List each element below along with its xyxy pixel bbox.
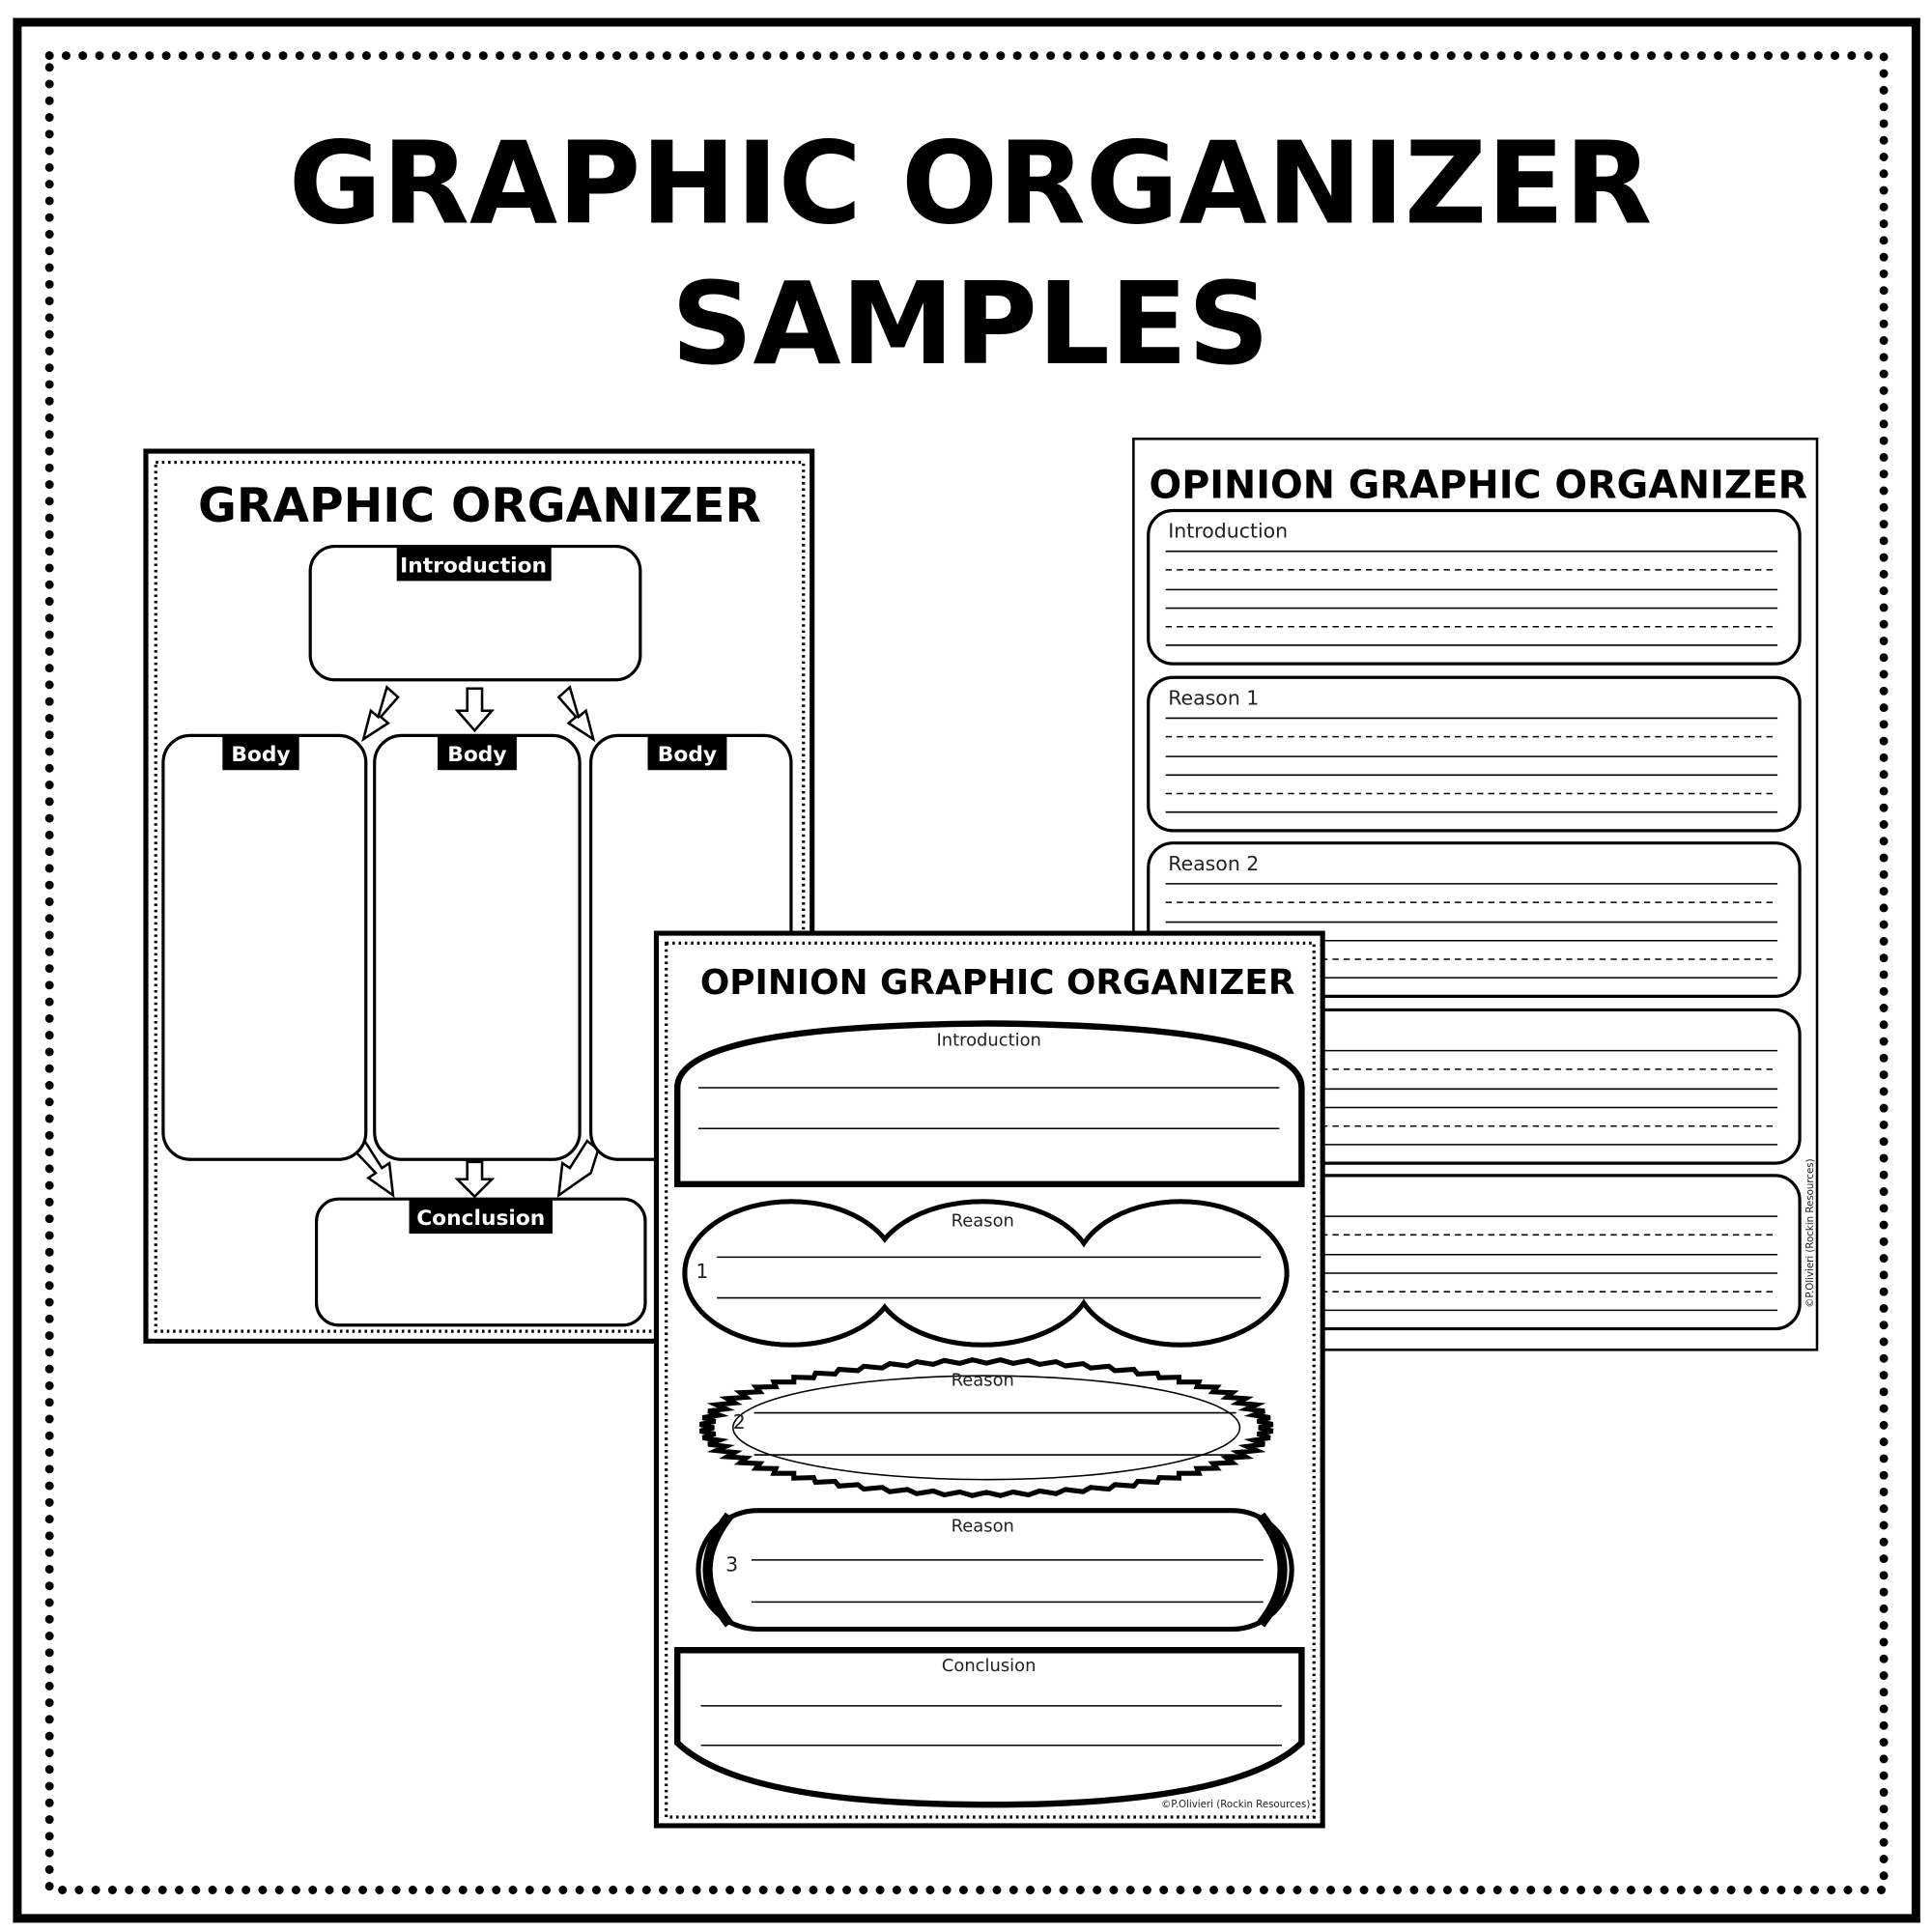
main-title-line1: GRAPHIC ORGANIZER: [289, 117, 1653, 249]
front-conclusion-label: Conclusion: [942, 1656, 1037, 1676]
intro-shape: [674, 1020, 1305, 1188]
reason-number-1: 1: [696, 1260, 708, 1283]
conclusion-shape: [674, 1647, 1305, 1808]
writing-box-label: Reason 2: [1168, 852, 1259, 875]
arrows: [352, 685, 600, 1199]
arrow-down-icon: [454, 687, 496, 733]
writing-box: [1147, 675, 1802, 833]
intro-label: Introduction: [400, 554, 547, 578]
reason-number-3: 3: [725, 1552, 738, 1576]
arrow-down-right-icon: [352, 1139, 395, 1199]
arrow-down-left-icon: [556, 1139, 600, 1199]
body-label-2: Body: [447, 743, 506, 767]
arrow-down-left-icon: [361, 685, 400, 743]
front-intro-label: Introduction: [936, 1031, 1040, 1051]
front-page: OPINION GRAPHIC ORGANIZER Introduction R…: [653, 930, 1325, 1829]
right-page-copyright: ©P.Olivieri (Rockin Resources): [1805, 1158, 1816, 1307]
writing-box: [1147, 508, 1802, 666]
front-page-title: OPINION GRAPHIC ORGANIZER: [700, 963, 1295, 1003]
dotted-border: [44, 51, 1889, 1894]
right-page-title: OPINION GRAPHIC ORGANIZER: [1150, 464, 1808, 508]
main-title-line2: SAMPLES: [671, 258, 1270, 390]
arrow-down-icon: [454, 1160, 496, 1199]
writing-box-label: Introduction: [1168, 520, 1288, 543]
outer-frame: [13, 17, 1920, 1923]
body-label-3: Body: [658, 743, 717, 767]
reason-2-shape: [699, 1357, 1274, 1498]
conclusion-label: Conclusion: [416, 1207, 545, 1231]
reason-1-shape: [682, 1199, 1290, 1348]
arrow-down-right-icon: [556, 685, 596, 743]
reason-3-shape: [696, 1508, 1294, 1633]
conclusion-box: [314, 1197, 647, 1327]
reason-label-3: Reason: [952, 1516, 1014, 1536]
reason-label-2: Reason: [952, 1370, 1014, 1390]
writing-box-label: Reason 1: [1168, 686, 1259, 709]
reason-number-2: 2: [733, 1410, 746, 1434]
reason-label-1: Reason: [952, 1210, 1014, 1231]
intro-box: [308, 544, 642, 682]
front-page-copyright: ©P.Olivieri (Rockin Resources): [1161, 1800, 1310, 1810]
left-page-title: GRAPHIC ORGANIZER: [198, 479, 761, 533]
body-box-1: [161, 733, 368, 1161]
body-box-2: [373, 733, 582, 1161]
body-label-1: Body: [231, 743, 290, 767]
